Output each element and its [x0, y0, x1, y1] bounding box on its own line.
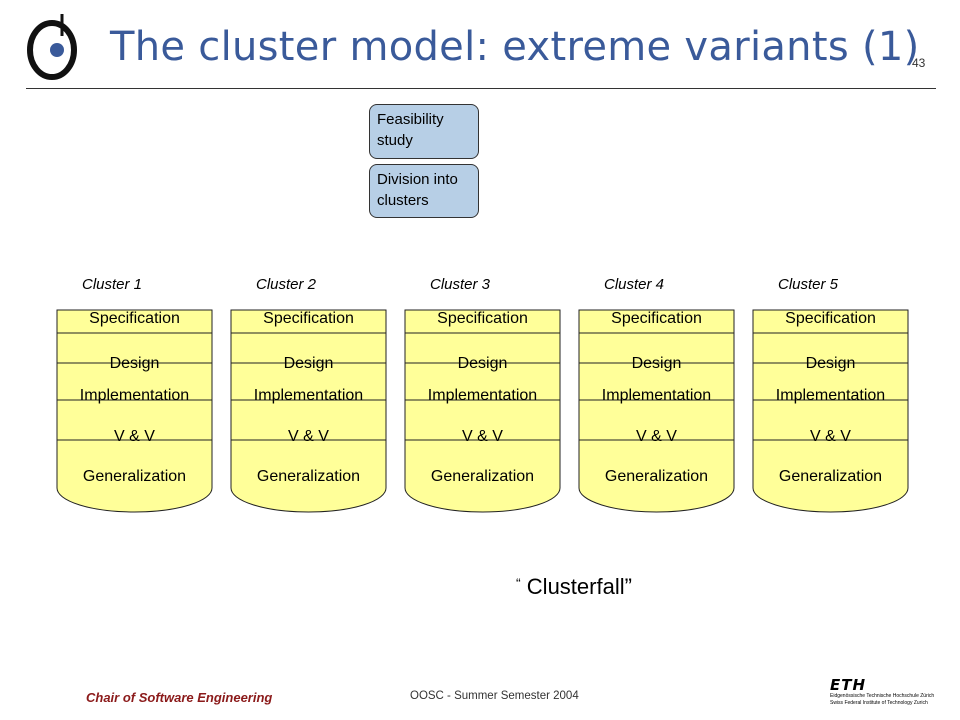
cluster-1-label: Cluster 1 — [82, 276, 143, 293]
phase-label: Generalization — [83, 468, 186, 485]
phase-label: Implementation — [602, 387, 711, 404]
phase-label: Design — [806, 355, 856, 372]
cluster-5-label: Cluster 5 — [778, 276, 839, 293]
cluster-4-label: Cluster 4 — [604, 276, 665, 293]
phase-label: Implementation — [428, 387, 537, 404]
phase-label: Specification — [263, 310, 354, 327]
caption-text: Clusterfall — [526, 574, 625, 599]
phase-label: Specification — [89, 310, 180, 327]
phase-label: V & V — [636, 428, 677, 445]
phase-label: V & V — [462, 428, 503, 445]
eth-name-en: Swiss Federal Institute of Technology Zu… — [830, 700, 928, 706]
phase-label: V & V — [810, 428, 851, 445]
chair-name: Chair of Software Engineering — [86, 690, 273, 705]
eth-name-de: Eidgenössische Technische Hochschule Zür… — [830, 693, 935, 699]
phase-cylinder — [56, 439, 213, 513]
close-quote: ” — [624, 574, 632, 599]
box-line: Feasibility — [377, 111, 444, 128]
eth-logo: ETH Eidgenössische Technische Hochschule… — [830, 676, 940, 716]
division-into-clusters-box: Division into clusters — [369, 164, 479, 218]
feasibility-study-box: Feasibility study — [369, 104, 479, 159]
phase-cylinder — [404, 439, 561, 513]
box-line: clusters — [377, 192, 429, 209]
phase-label: Generalization — [257, 468, 360, 485]
clusterfall-caption: “ Clusterfall” — [516, 574, 632, 600]
phase-label: Implementation — [80, 387, 189, 404]
phase-label: Implementation — [776, 387, 885, 404]
course-name: OOSC - Summer Semester 2004 — [410, 690, 579, 702]
open-quote: “ — [516, 575, 521, 591]
page-number: 43 — [912, 56, 926, 70]
phase-label: Generalization — [431, 468, 534, 485]
box-line: Division into — [377, 171, 458, 188]
phase-label: Generalization — [605, 468, 708, 485]
slide-title: The cluster model: extreme variants (1) — [110, 24, 920, 70]
phase-label: Design — [458, 355, 508, 372]
chair-logo — [27, 14, 77, 80]
box-line: study — [377, 132, 413, 149]
phase-cylinder — [752, 439, 909, 513]
phase-label: Design — [632, 355, 682, 372]
cluster-3-label: Cluster 3 — [430, 276, 491, 293]
phase-label: Specification — [785, 310, 876, 327]
eth-mark: ETH — [830, 676, 867, 694]
phase-label: Design — [284, 355, 334, 372]
phase-label: Design — [110, 355, 160, 372]
cluster-2-label: Cluster 2 — [256, 276, 317, 293]
phase-cylinder — [230, 439, 387, 513]
phase-label: Implementation — [254, 387, 363, 404]
phase-label: Generalization — [779, 468, 882, 485]
phase-label: V & V — [114, 428, 155, 445]
title-divider — [26, 88, 936, 89]
phase-label: Specification — [611, 310, 702, 327]
phase-cylinder — [578, 439, 735, 513]
phase-label: V & V — [288, 428, 329, 445]
phase-label: Specification — [437, 310, 528, 327]
